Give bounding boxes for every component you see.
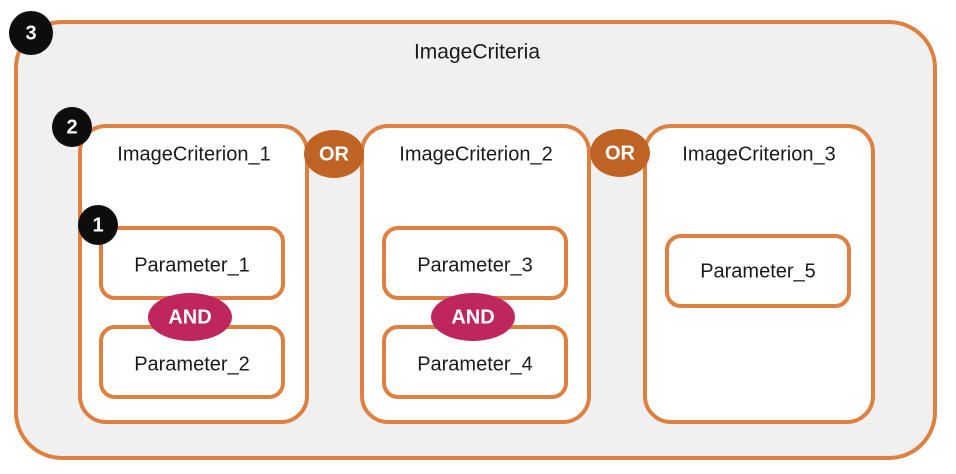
and-operator-2-label: AND xyxy=(451,306,494,328)
and-operator-1-label: AND xyxy=(168,306,211,328)
imagecriterion-2-label: ImageCriterion_2 xyxy=(399,143,552,165)
parameter-5-box[interactable] xyxy=(665,234,851,308)
or-operator-2-label: OR xyxy=(605,142,636,164)
or-operator-2[interactable]: OR xyxy=(590,129,650,177)
badge-1-label: 1 xyxy=(92,214,103,236)
badge-3-label: 3 xyxy=(25,22,36,44)
or-operator-1-label: OR xyxy=(319,143,350,165)
parameter-5-label: Parameter_5 xyxy=(700,260,816,282)
parameter-2-label: Parameter_2 xyxy=(134,353,250,375)
parameter-4-label: Parameter_4 xyxy=(417,353,533,375)
page-title: ImageCriteria xyxy=(414,41,540,64)
and-operator-2[interactable]: AND xyxy=(431,293,515,341)
badge-1[interactable]: 1 xyxy=(78,205,118,245)
imagecriterion-1-label: ImageCriterion_1 xyxy=(117,143,270,165)
and-operator-1[interactable]: AND xyxy=(148,293,232,341)
badge-2[interactable]: 2 xyxy=(52,107,92,147)
imagecriterion-3-label: ImageCriterion_3 xyxy=(682,143,835,165)
or-operator-1[interactable]: OR xyxy=(304,130,364,178)
badge-2-label: 2 xyxy=(66,116,77,138)
badge-3[interactable]: 3 xyxy=(9,11,53,55)
parameter-3-label: Parameter_3 xyxy=(417,254,533,276)
parameter-1-label: Parameter_1 xyxy=(134,254,250,276)
